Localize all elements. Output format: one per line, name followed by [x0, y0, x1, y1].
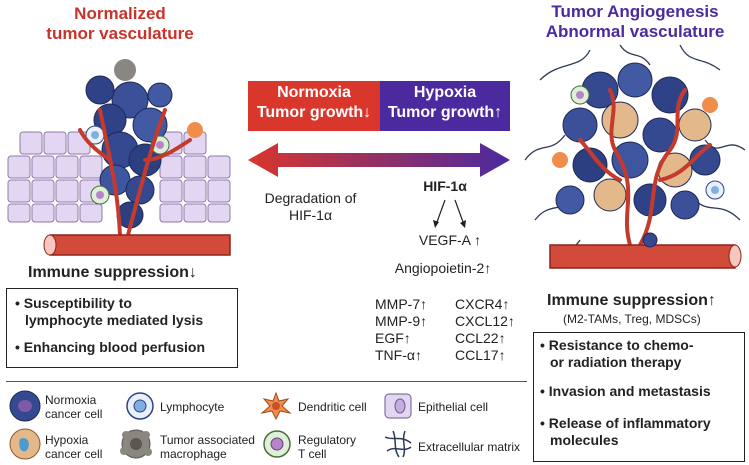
normal-vessels [78, 108, 192, 237]
factor-cxcr4: CXCR4↑ [455, 296, 510, 312]
blood-vessel-abnormal [549, 244, 736, 269]
left-immune-suppression: Immune suppression↓ [28, 264, 197, 281]
left-title: Normalized tumor vasculature [20, 4, 220, 44]
factors-left-column: MMP-7↑ MMP-9↑ EGF↑ TNF-α↑ [375, 296, 427, 364]
normoxia-label: Normoxia [277, 84, 351, 101]
normoxia-box: Normoxia Tumor growth↓ [248, 81, 380, 131]
normoxia-cancer-cell-icon [9, 390, 41, 422]
vegf-label: VEGF-A ↑ [418, 232, 482, 248]
hypoxia-growth-label: Tumor growth↑ [387, 104, 503, 121]
tortuous-vessels [578, 88, 712, 247]
abnormal-vasculature-illustration [524, 44, 746, 269]
epithelial-cell-layer [7, 131, 231, 223]
angiopoietin-label: Angiopoietin-2↑ [394, 260, 492, 276]
normoxia-hypoxia-arrow [248, 143, 510, 177]
regulatory-t-cell-icon [263, 430, 291, 458]
degradation-line1: Degradation of [264, 190, 357, 206]
factor-cxcl12: CXCL12↑ [455, 313, 515, 329]
right-title: Tumor Angiogenesis Abnormal vasculature [535, 2, 735, 42]
right-bullet-1-cont: or radiation therapy [550, 354, 682, 370]
tumor-mass-abnormal [555, 62, 721, 220]
right-immune-sub: (M2-TAMs, Treg, MDSCs) [563, 312, 701, 326]
right-bullet-3: • Release of inflammatory [540, 415, 711, 431]
right-bullet-1: • Resistance to chemo- [540, 337, 694, 353]
left-bullet-2: • Enhancing blood perfusion [15, 339, 206, 355]
right-bullet-3-cont: molecules [550, 432, 619, 448]
left-bullet-box: • Susceptibility to lymphocyte mediated … [6, 288, 238, 368]
factor-mmp9: MMP-9↑ [375, 313, 428, 329]
factors-right-column: CXCR4↑ CXCL12↑ CCL22↑ CCL17↑ [455, 296, 515, 364]
hypoxia-cancer-cell-icon [9, 428, 41, 460]
blood-vessel [49, 234, 231, 256]
factor-ccl22: CCL22↑ [455, 330, 506, 346]
legend-lymphocyte: Lymphocyte [160, 400, 225, 414]
degradation-line2: HIF-1α [288, 207, 333, 223]
degradation-text: Degradation of HIF-1α [248, 190, 373, 224]
right-bullet-2: • Invasion and metastasis [540, 383, 711, 399]
right-title-line1: Tumor Angiogenesis [551, 2, 719, 21]
lymphocyte-icon [126, 392, 154, 420]
factor-egf: EGF↑ [375, 330, 411, 346]
factor-tnf: TNF-α↑ [375, 347, 422, 363]
left-bullet-1-cont: lymphocyte mediated lysis [25, 312, 204, 328]
hypoxia-label: Hypoxia [413, 84, 477, 101]
hif-label: HIF-1α [423, 178, 467, 194]
dendritic-cell-icon [260, 391, 292, 421]
normalized-vasculature-illustration [7, 59, 231, 256]
left-title-line1: Normalized [74, 4, 166, 23]
macrophage-icon [120, 429, 152, 459]
legend-extracellular-matrix: Extracellular matrix [418, 440, 521, 454]
factor-mmp7: MMP-7↑ [375, 296, 428, 312]
left-bullet-1: • Susceptibility to [15, 295, 132, 311]
left-title-line2: tumor vasculature [46, 24, 194, 43]
legend-dendritic-cell: Dendritic cell [298, 400, 367, 414]
legend-divider [6, 381, 527, 382]
hypoxia-box: Hypoxia Tumor growth↑ [380, 81, 510, 131]
extracellular-matrix-icon [384, 430, 412, 458]
hif-arrows [433, 199, 466, 228]
legend-epithelial-cell: Epithelial cell [418, 400, 489, 414]
factor-ccl17: CCL17↑ [455, 347, 506, 363]
normoxia-growth-label: Tumor growth↓ [256, 104, 372, 121]
right-bullet-box: • Resistance to chemo- or radiation ther… [533, 332, 745, 462]
epithelial-cell-icon [384, 393, 412, 419]
right-title-line2: Abnormal vasculature [545, 22, 725, 41]
right-immune-suppression: Immune suppression↑ [547, 292, 716, 309]
